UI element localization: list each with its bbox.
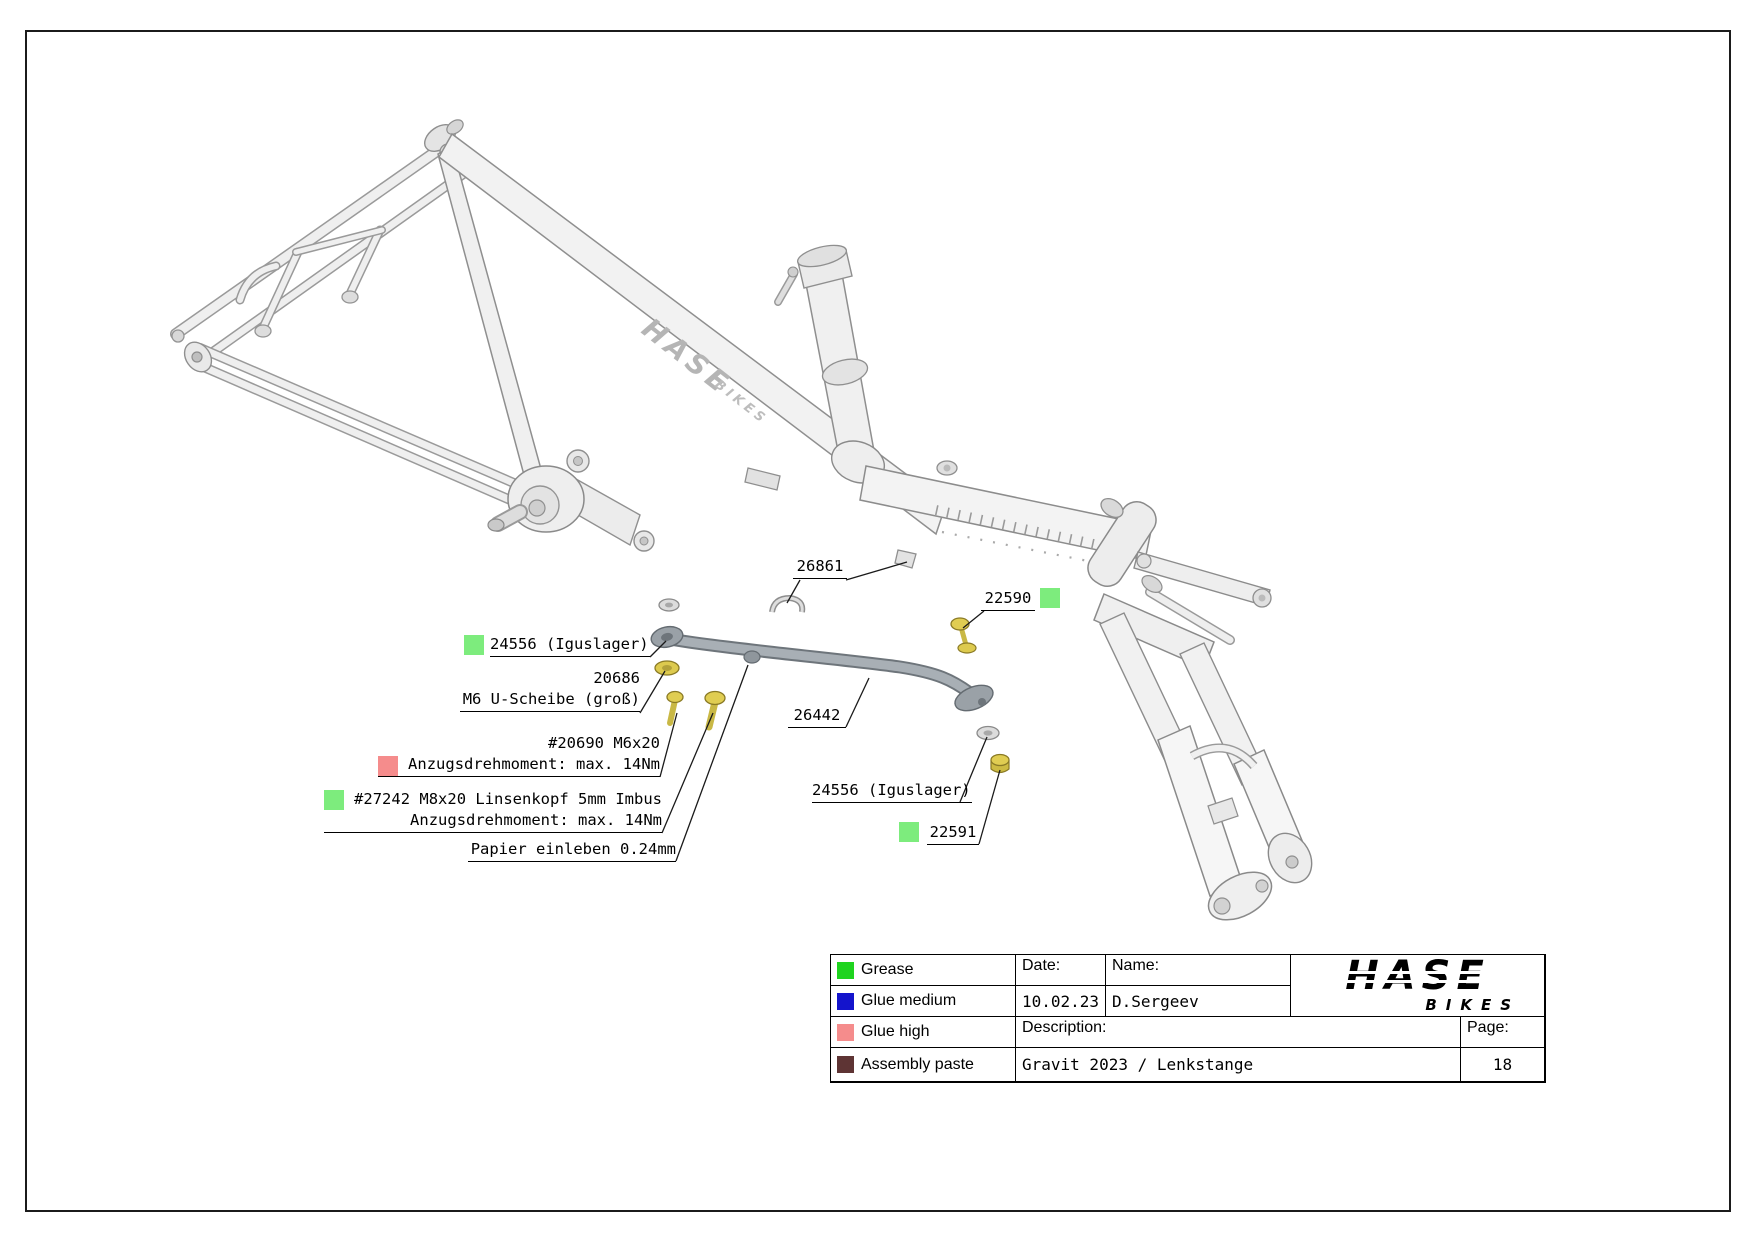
legend-item-glue-medium: Glue medium bbox=[831, 986, 1016, 1017]
part-number: #20690 M6x20 bbox=[548, 734, 660, 752]
grease-marker-icon bbox=[1040, 588, 1060, 608]
callout-26442: 26442 bbox=[788, 705, 846, 728]
date-label: Date: bbox=[1016, 955, 1106, 986]
part-number: 26442 bbox=[793, 706, 841, 724]
callout-papier: Papier einleben 0.24mm bbox=[468, 839, 676, 862]
callout-20686: 20686 M6 U-Scheibe (groß) bbox=[460, 668, 640, 712]
leader-lines bbox=[639, 561, 1001, 862]
part-number: 24556 (Iguslager) bbox=[490, 635, 649, 653]
part-number: 20686 bbox=[593, 669, 640, 687]
part-note: M6 U-Scheibe (groß) bbox=[462, 690, 640, 708]
glue-high-marker-icon bbox=[378, 756, 398, 776]
callout-27242: #27242 M8x20 Linsenkopf 5mm Imbus Anzugs… bbox=[324, 789, 662, 833]
logo-hase-text: HASE bbox=[1341, 955, 1494, 999]
grease-marker-icon bbox=[464, 635, 484, 655]
logo-bikes-text: BIKES bbox=[1425, 996, 1520, 1014]
date-value: 10.02.23 bbox=[1016, 986, 1106, 1017]
grease-color-swatch bbox=[837, 961, 854, 979]
part-number: 26861 bbox=[796, 557, 844, 575]
sheet-border bbox=[25, 30, 1731, 1212]
rear-rack bbox=[170, 119, 471, 369]
part-number: #27242 M8x20 Linsenkopf 5mm Imbus bbox=[354, 790, 662, 808]
part-number: 22590 bbox=[984, 589, 1032, 607]
legend-label: Assembly paste bbox=[861, 1055, 974, 1073]
legend-item-glue-high: Glue high bbox=[831, 1017, 1016, 1048]
legend-label: Glue medium bbox=[861, 992, 957, 1009]
callout-26861: 26861 bbox=[793, 556, 847, 579]
glue-high-color-swatch bbox=[837, 1023, 854, 1041]
legend-item-assembly-paste: Assembly paste bbox=[831, 1048, 1016, 1082]
description-label: Description: bbox=[1016, 1017, 1461, 1048]
assembly-paste-color-swatch bbox=[837, 1056, 854, 1073]
torque-note: Anzugsdrehmoment: max. 14Nm bbox=[408, 755, 660, 773]
callout-24556-left: 24556 (Iguslager) bbox=[490, 634, 650, 657]
torque-note: Anzugsdrehmoment: max. 14Nm bbox=[410, 811, 662, 829]
hase-bikes-logo: HASE BIKES bbox=[1291, 955, 1545, 1017]
page-value: 18 bbox=[1461, 1048, 1545, 1082]
legend-label: Grease bbox=[861, 961, 914, 978]
description-value: Gravit 2023 / Lenkstange bbox=[1016, 1048, 1461, 1082]
part-number: 24556 (Iguslager) bbox=[812, 781, 971, 799]
callout-22591: 22591 bbox=[927, 822, 979, 845]
front-fork bbox=[1087, 497, 1313, 921]
legend-label: Glue high bbox=[861, 1023, 930, 1040]
glue-medium-color-swatch bbox=[837, 992, 854, 1010]
callout-20690: #20690 M6x20 Anzugsdrehmoment: max. 14Nm bbox=[378, 733, 660, 777]
legend-item-grease: Grease bbox=[831, 955, 1016, 986]
main-frame: HASE BIKES bbox=[183, 132, 1153, 569]
steering-rod bbox=[650, 625, 994, 712]
part-number: 22591 bbox=[929, 823, 977, 841]
page-label: Page: bbox=[1461, 1017, 1545, 1048]
callout-24556-right: 24556 (Iguslager) bbox=[812, 780, 972, 803]
grease-marker-icon bbox=[899, 822, 919, 842]
assembly-note: Papier einleben 0.24mm bbox=[470, 840, 676, 858]
title-block: Grease Glue medium Glue high Assembly pa… bbox=[830, 954, 1546, 1083]
name-value: D.Sergeev bbox=[1106, 986, 1291, 1017]
grease-marker-icon bbox=[324, 790, 344, 810]
name-label: Name: bbox=[1106, 955, 1291, 986]
callout-22590: 22590 bbox=[981, 588, 1035, 611]
